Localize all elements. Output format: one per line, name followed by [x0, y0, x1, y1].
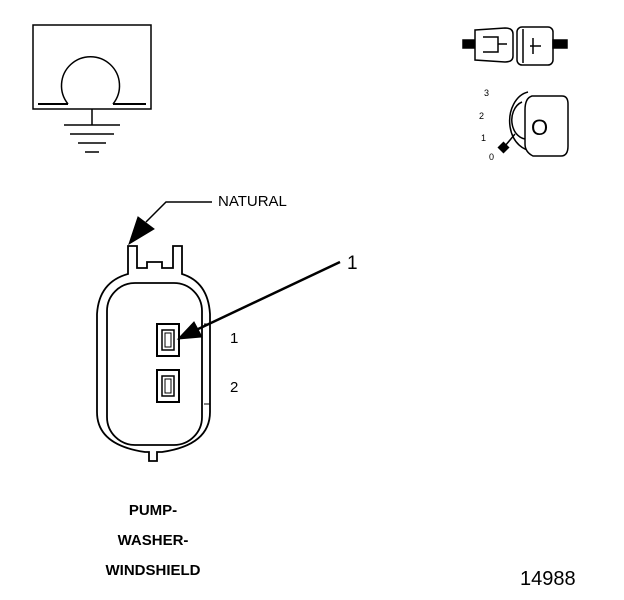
component-name-line-1: PUMP- [128, 502, 178, 519]
motor-ground-symbol [32, 24, 152, 153]
inline-connector-icon [462, 26, 568, 66]
natural-leader-arrow [128, 201, 212, 246]
callout-number: 1 [347, 253, 358, 274]
natural-color-label: NATURAL [218, 193, 287, 210]
component-name-line-3: WINDSHIELD [105, 562, 201, 579]
callout-1-arrow [176, 260, 341, 340]
cavity-1-terminal [156, 323, 180, 357]
ignition-position-2: 2 [479, 111, 485, 121]
ignition-key-letter: O [531, 115, 549, 140]
ignition-position-3: 3 [484, 88, 490, 98]
ignition-position-0: 0 [489, 152, 495, 162]
connector-face [96, 245, 211, 462]
ignition-position-1: 1 [481, 133, 487, 143]
cavity-2-terminal [156, 369, 180, 403]
cavity-1-label: 1 [230, 330, 239, 347]
cavity-2-label: 2 [230, 379, 239, 396]
figure-number: 14988 [520, 568, 576, 590]
component-name-line-2: WASHER- [117, 532, 189, 549]
ignition-key-icon [497, 91, 569, 157]
